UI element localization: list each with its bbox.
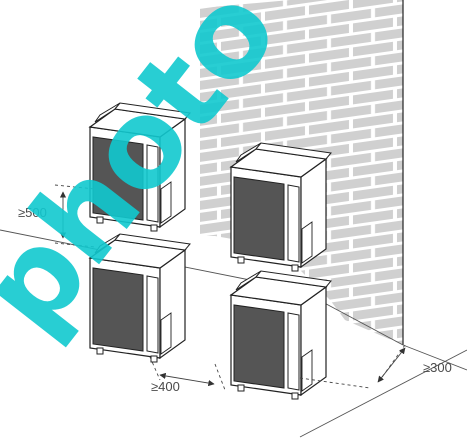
- outdoor-unit-bottom-left: [88, 233, 191, 363]
- vertical-clearance-label: ≥500: [18, 205, 47, 220]
- outdoor-unit-top-left: [88, 102, 191, 232]
- side-clearance-label: ≥400: [151, 379, 180, 394]
- side-clearance-dimension: [149, 356, 226, 391]
- wall-clearance-dimension: [299, 347, 406, 389]
- vertical-clearance-dimension: [54, 184, 96, 248]
- wall-clearance-label: ≥300: [423, 360, 452, 375]
- outdoor-unit-top-right: [229, 142, 332, 272]
- outdoor-unit-bottom-right: [229, 270, 332, 400]
